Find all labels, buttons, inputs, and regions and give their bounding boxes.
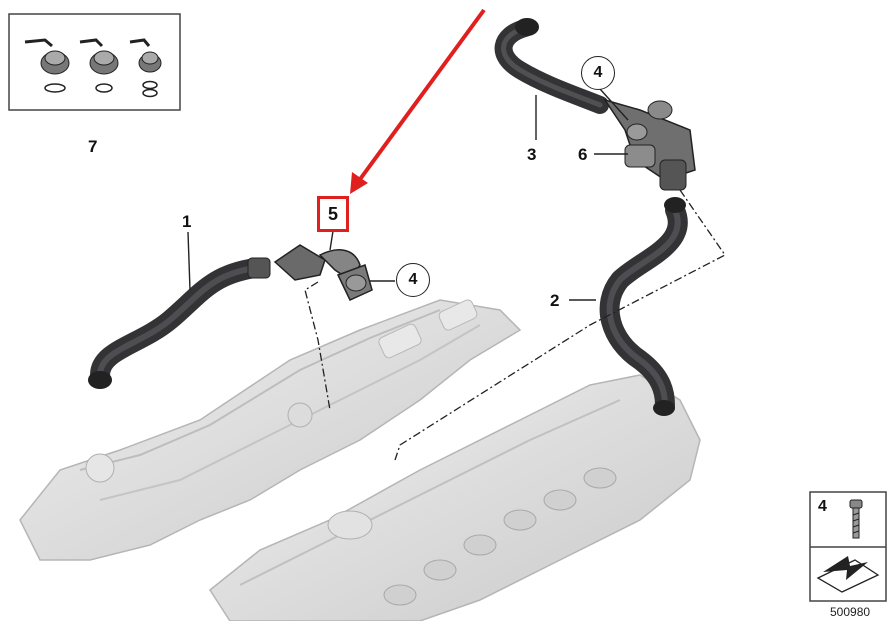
callout-part-3: 3 (527, 145, 537, 164)
elbow-part-4 (336, 264, 373, 301)
legend-screw-number: 4 (818, 498, 827, 515)
screw-icon (849, 499, 863, 539)
callout-part-4-lower: 4 (396, 263, 430, 297)
rear-valve-cover (19, 299, 522, 561)
hose-1-end (88, 371, 112, 389)
hose-1 (90, 258, 265, 385)
valve-part-5 (273, 244, 361, 282)
clamp-ring-set (24, 38, 162, 98)
diagram-id: 500980 (830, 605, 871, 619)
front-valve-cover (209, 374, 701, 622)
callout-part-4-upper: 4 (581, 56, 615, 90)
callout-part-1: 1 (182, 212, 192, 231)
direction-arrow-icon (816, 556, 880, 593)
valve-part-6 (603, 98, 696, 191)
legend-box (809, 491, 887, 602)
hose-2 (599, 200, 688, 415)
leader-lines (187, 88, 629, 301)
callout-part-7: 7 (88, 137, 98, 156)
red-arrow (350, 8, 486, 194)
alignment-lines (304, 189, 726, 461)
callout-part-5-highlighted: 5 (317, 196, 349, 232)
callout-part-6: 6 (578, 145, 588, 164)
callout-part-2: 2 (550, 291, 560, 310)
hose-1-clamp (247, 257, 271, 279)
